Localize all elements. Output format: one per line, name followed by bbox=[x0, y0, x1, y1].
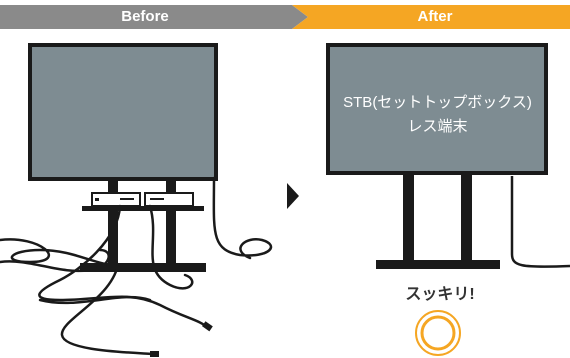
before-stand-post-right bbox=[166, 181, 176, 263]
after-label: After bbox=[417, 8, 453, 25]
stb-box-right bbox=[144, 192, 194, 207]
before-tv-stand bbox=[0, 43, 273, 357]
before-stand-post-left bbox=[108, 181, 118, 263]
right-arrow-icon bbox=[287, 183, 299, 209]
stb-slot bbox=[120, 198, 134, 200]
after-banner bbox=[292, 5, 570, 29]
before-shelf bbox=[82, 206, 204, 211]
tangled-cables bbox=[0, 176, 273, 356]
before-stand-base bbox=[80, 263, 206, 272]
circle-badge-inner bbox=[420, 315, 456, 351]
cable-plug bbox=[202, 321, 213, 332]
before-label: Before bbox=[121, 8, 169, 25]
stb-indicator bbox=[95, 198, 99, 201]
before-tv-screen bbox=[28, 43, 218, 181]
cable-plug bbox=[150, 351, 159, 357]
clean-caption: スッキリ! bbox=[405, 286, 475, 303]
after-stand-base bbox=[376, 260, 500, 269]
after-stand-post-left bbox=[403, 175, 414, 260]
before-banner bbox=[0, 5, 308, 29]
screen-text-line1: STB(セットトップボックス) bbox=[343, 94, 532, 111]
screen-text-line2: レス端末 bbox=[407, 118, 468, 135]
after-tv-screen bbox=[326, 43, 548, 175]
stb-box-left bbox=[91, 192, 141, 207]
after-stand-post-right bbox=[461, 175, 472, 260]
after-cable bbox=[510, 176, 570, 268]
stb-slot bbox=[150, 198, 164, 200]
after-tv-stand bbox=[326, 43, 570, 269]
